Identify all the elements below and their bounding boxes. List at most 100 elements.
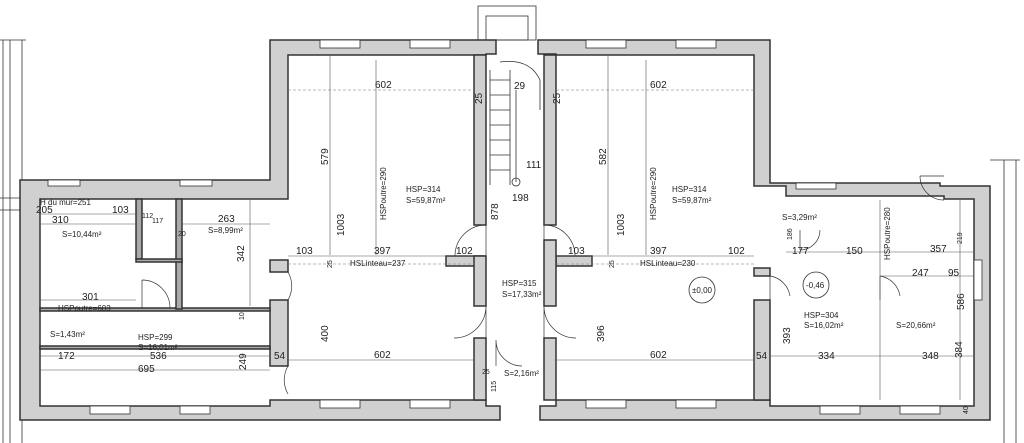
lr-dim-25: 25 — [327, 260, 334, 268]
rr-dim-103: 103 — [568, 246, 585, 257]
e-ceiling-height: HSP=304 — [804, 311, 839, 320]
partition-stair-left-v2 — [473, 255, 487, 307]
st-dim-25-a: 25 — [474, 92, 485, 104]
dim-310: 310 — [52, 215, 69, 226]
rr-dim-25: 25 — [609, 260, 616, 268]
partition-stair-right-v1 — [543, 54, 557, 226]
partition-stair-left-v3 — [473, 337, 487, 401]
rr-dim-582: 582 — [598, 148, 609, 165]
st-area: S=17,33m² — [502, 290, 542, 299]
lr-ceiling-height: HSP=314 — [406, 185, 441, 194]
rr-dim-1003: 1003 — [616, 213, 627, 236]
st-ceiling-height: HSP=315 — [502, 279, 537, 288]
partition-stair-right-v3 — [543, 337, 557, 401]
doors — [141, 175, 945, 395]
st-dim-29: 29 — [514, 81, 526, 92]
e-dim-348: 348 — [922, 351, 939, 362]
rr-dim-397: 397 — [650, 246, 667, 257]
partition-lower-left — [39, 307, 271, 312]
outer-wall-right — [537, 39, 991, 421]
e-dim-384: 384 — [954, 341, 965, 358]
st-dim-111: 111 — [526, 160, 542, 171]
dim-112: 112 — [142, 213, 153, 220]
e-level: -0,46 — [806, 281, 825, 290]
partition-stair-left-v1 — [473, 54, 487, 226]
lr-dim-602-top: 602 — [375, 80, 392, 91]
e-dim-393: 393 — [782, 327, 793, 344]
outer-wall — [19, 39, 501, 421]
e-area-3-29: S=3,29m² — [782, 213, 817, 222]
partition-wc-3 — [135, 258, 183, 263]
area-16-01: S=16,01m² — [138, 343, 178, 352]
rr-dim-396: 396 — [596, 325, 607, 342]
st-dim-25-c: 25 — [482, 369, 490, 376]
ceiling-height-299: HSP=299 — [138, 333, 173, 342]
right-fence — [990, 159, 1020, 443]
e-dim-177: 177 — [792, 246, 809, 257]
lr-area: S=59,87m² — [406, 196, 446, 205]
beam-height-603: HSPoutre=603 — [58, 304, 111, 313]
dim-263: 263 — [218, 214, 235, 225]
dim-10: 10 — [239, 312, 246, 320]
e-dim-219: 219 — [957, 232, 964, 244]
e-dim-95: 95 — [948, 268, 960, 279]
rr-dim-602-bot: 602 — [650, 350, 667, 361]
e-dim-357: 357 — [930, 244, 947, 255]
dimension-lines — [40, 55, 974, 400]
e-dim-334: 334 — [818, 351, 835, 362]
partition-wc — [135, 198, 143, 260]
dim-536: 536 — [150, 351, 167, 362]
lr-dim-579: 579 — [320, 148, 331, 165]
e-dim-186: 186 — [787, 228, 794, 240]
dim-342: 342 — [236, 245, 247, 262]
dim-249: 249 — [238, 353, 249, 370]
partition-right-v — [753, 267, 771, 277]
e-beam-height: HSPoutre=280 — [883, 207, 892, 260]
st-dim-878: 878 — [490, 203, 501, 220]
partition-lower-left-b — [39, 345, 271, 350]
rr-dim-102: 102 — [728, 246, 745, 257]
lr-dim-103: 103 — [296, 246, 313, 257]
exterior-walls — [19, 39, 991, 421]
lr-dim-400: 400 — [320, 325, 331, 342]
dim-54-left: 54 — [274, 351, 286, 362]
e-area-20-66: S=20,66m² — [896, 321, 936, 330]
st-dim-115: 115 — [491, 381, 498, 392]
dim-172: 172 — [58, 351, 75, 362]
e-dim-247: 247 — [912, 268, 929, 279]
e-area-16-02: S=16,02m² — [804, 321, 844, 330]
windows — [47, 39, 983, 415]
rr-dim-54: 54 — [756, 351, 768, 362]
rr-ceiling-height: HSP=314 — [672, 185, 707, 194]
lr-dim-397: 397 — [374, 246, 391, 257]
area-8-99: S=8,99m² — [208, 226, 243, 235]
partition-wc-2 — [175, 198, 183, 310]
dim-103: 103 — [112, 205, 129, 216]
e-dim-150: 150 — [846, 246, 863, 257]
e-level-marker — [802, 271, 830, 299]
area-10-44: S=10,44m² — [62, 230, 102, 239]
e-dim-40: 40 — [963, 406, 970, 414]
rr-lintel-height: HSLinteau=230 — [640, 259, 696, 268]
rr-level: ±0,00 — [692, 286, 713, 295]
level-marker — [688, 276, 716, 304]
area-1-43: S=1,43m² — [50, 330, 85, 339]
rr-dim-602-top: 602 — [650, 80, 667, 91]
lr-dim-1003: 1003 — [336, 213, 347, 236]
partition-stair-right — [555, 255, 593, 267]
e-dim-586: 586 — [956, 293, 967, 310]
dim-695: 695 — [138, 364, 155, 375]
rr-beam-height: HSPoutre=290 — [649, 167, 658, 220]
staircase — [477, 5, 541, 187]
lr-dim-602-bot: 602 — [374, 350, 391, 361]
st-dim-198: 198 — [512, 193, 529, 204]
rr-area: S=59,87m² — [672, 196, 712, 205]
lr-lintel-height: HSLinteau=237 — [350, 259, 406, 268]
dim-301: 301 — [82, 292, 99, 303]
lr-dim-102: 102 — [456, 246, 473, 257]
st-small-area: S=2,16m² — [504, 369, 539, 378]
wall-height-label: H du mur=251 — [40, 198, 91, 207]
partition-left-mid — [269, 259, 289, 273]
dim-117: 117 — [152, 218, 163, 225]
